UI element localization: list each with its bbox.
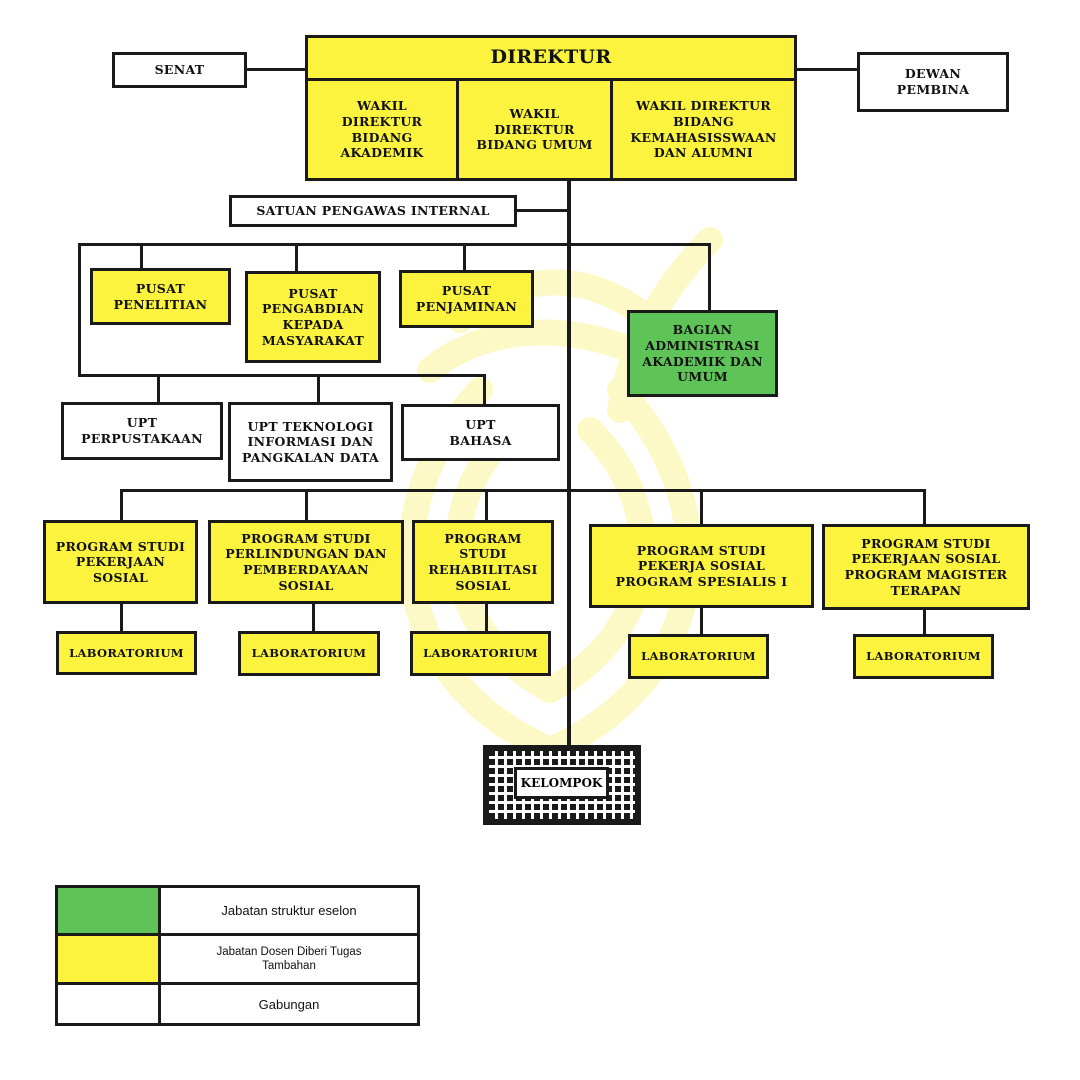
- connector-dewan: [797, 68, 857, 71]
- connector-pusat-penelitian: [140, 243, 143, 269]
- connector-bagian: [708, 243, 711, 311]
- node-pusat-penjaminan: PUSAT PENJAMINAN: [399, 270, 534, 328]
- legend-label: Gabungan: [258, 996, 320, 1012]
- connector-upt-ti: [317, 374, 320, 404]
- upt-bar: [78, 374, 485, 377]
- connector-upt-bahasa: [483, 374, 486, 404]
- connector-upt-perpustakaan: [157, 374, 160, 404]
- legend-label: Jabatan struktur eselon: [221, 903, 357, 918]
- node-laboratorium-1: LABORATORIUM: [56, 631, 197, 675]
- connector-prodi-3: [485, 489, 488, 522]
- kelompok-pattern: KELOMPOK: [489, 751, 635, 819]
- node-laboratorium-3: LABORATORIUM: [410, 631, 551, 676]
- node-prodi-spesialis: PROGRAM STUDI PEKERJA SOSIAL PROGRAM SPE…: [589, 524, 814, 608]
- connector-lab-1: [120, 603, 123, 633]
- main-vertical-line: [567, 180, 571, 750]
- connector-pusat-pengabdian: [295, 243, 298, 273]
- connector-lab-2: [312, 603, 315, 633]
- node-upt-bahasa: UPT BAHASA: [401, 404, 560, 461]
- connector-prodi-1: [120, 489, 123, 522]
- legend-swatch-yellow: [58, 936, 161, 982]
- prodi-bar: [120, 489, 925, 492]
- node-pusat-penelitian: PUSAT PENELITIAN: [90, 268, 231, 325]
- legend-swatch-green: [58, 888, 161, 933]
- node-prodi-perlindungan: PROGRAM STUDI PERLINDUNGAN DAN PEMBERDAY…: [208, 520, 404, 604]
- left-vertical-line: [78, 243, 81, 376]
- node-prodi-rehabilitasi: PROGRAM STUDI REHABILITASI SOSIAL: [412, 520, 554, 604]
- connector-lab-3: [485, 603, 488, 633]
- kelompok-label: KELOMPOK: [514, 767, 609, 799]
- node-upt-ti: UPT TEKNOLOGI INFORMASI DAN PANGKALAN DA…: [228, 402, 393, 482]
- node-dewan-pembina: DEWAN PEMBINA: [857, 52, 1009, 112]
- legend: Jabatan struktur eselon Jabatan Dosen Di…: [55, 885, 420, 1026]
- node-laboratorium-5: LABORATORIUM: [853, 634, 994, 679]
- connector-lab-5: [923, 608, 926, 636]
- node-satuan-pengawas-internal: SATUAN PENGAWAS INTERNAL: [229, 195, 517, 227]
- pusat-bar: [78, 243, 710, 246]
- node-upt-perpustakaan: UPT PERPUSTAKAAN: [61, 402, 223, 460]
- node-bagian-administrasi: BAGIAN ADMINISTRASI AKADEMIK DAN UMUM: [627, 310, 778, 397]
- connector-lab-4: [700, 606, 703, 636]
- node-wakil-umum: WAKIL DIREKTUR BIDANG UMUM: [456, 78, 613, 181]
- connector-senat: [245, 68, 305, 71]
- connector-spi: [515, 209, 569, 212]
- legend-row-gabungan: Gabungan: [58, 985, 417, 1023]
- legend-label: Jabatan Dosen Diberi Tugas Tambahan: [216, 945, 362, 972]
- node-prodi-magister: PROGRAM STUDI PEKERJAAN SOSIAL PROGRAM M…: [822, 524, 1030, 610]
- node-kelompok: KELOMPOK: [483, 745, 641, 825]
- node-pusat-pengabdian: PUSAT PENGABDIAN KEPADA MASYARAKAT: [245, 271, 381, 363]
- node-laboratorium-4: LABORATORIUM: [628, 634, 769, 679]
- connector-pusat-penjaminan: [463, 243, 466, 271]
- node-wakil-kemahasiswaan: WAKIL DIREKTUR BIDANG KEMAHASISSWAAN DAN…: [610, 78, 797, 181]
- legend-row-dosen: Jabatan Dosen Diberi Tugas Tambahan: [58, 936, 417, 985]
- node-senat: SENAT: [112, 52, 247, 88]
- legend-swatch-white: [58, 985, 161, 1023]
- connector-prodi-5: [923, 489, 926, 526]
- connector-prodi-4: [700, 489, 703, 526]
- legend-row-eselon: Jabatan struktur eselon: [58, 888, 417, 936]
- node-direktur: DIREKTUR: [305, 35, 797, 81]
- connector-prodi-2: [305, 489, 308, 522]
- node-wakil-akademik: WAKIL DIREKTUR BIDANG AKADEMIK: [305, 78, 459, 181]
- node-laboratorium-2: LABORATORIUM: [238, 631, 380, 676]
- node-prodi-pekerjaan-sosial: PROGRAM STUDI PEKERJAAN SOSIAL: [43, 520, 198, 604]
